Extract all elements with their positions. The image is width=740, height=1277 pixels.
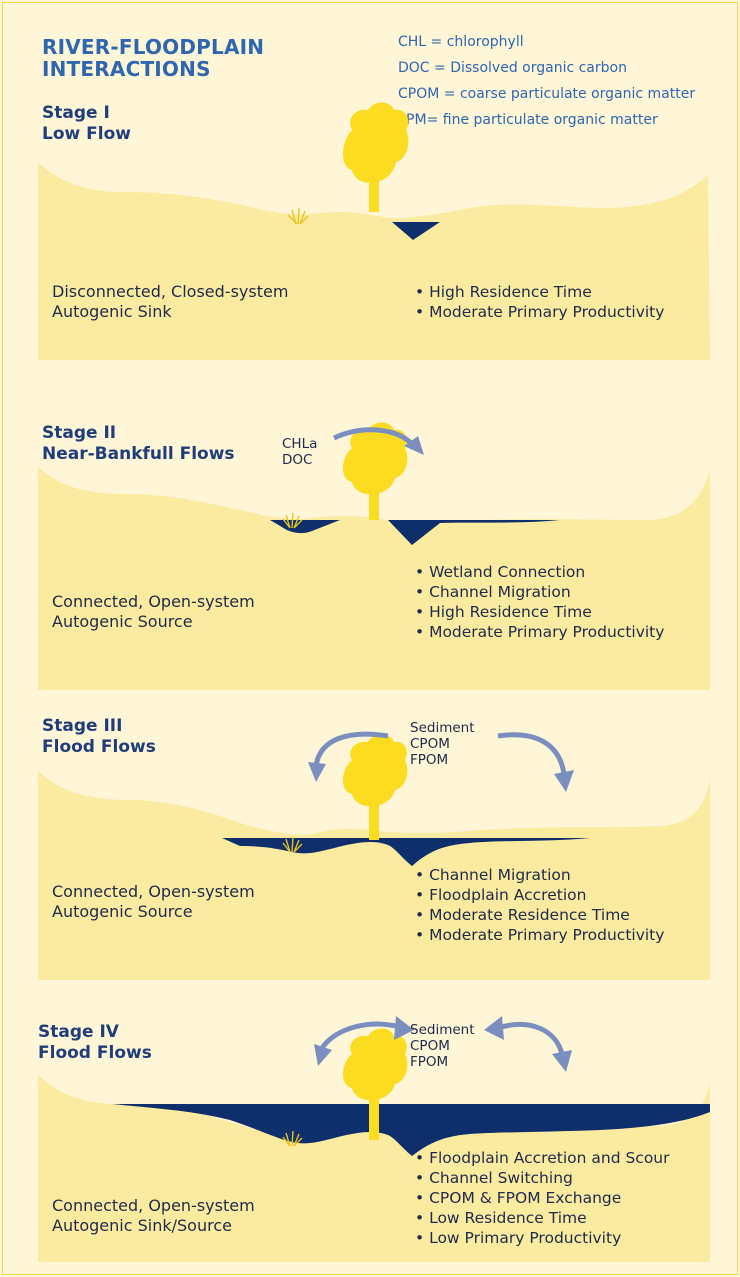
attribute: Floodplain Accretion and Scour: [415, 1148, 669, 1168]
flux-left-arrow-icon: [308, 731, 389, 782]
exchange-right-arrow-icon: [484, 1016, 572, 1072]
text-line: Near-Bankfull Flows: [42, 444, 235, 464]
title-line-1: RIVER-FLOODPLAIN: [42, 35, 265, 59]
attribute-list: Wetland Connection Channel Migration Hig…: [415, 562, 664, 642]
grass-icon: [282, 836, 303, 853]
title-line-2: INTERACTIONS: [42, 57, 211, 81]
text-line: Connected, Open-system: [52, 1196, 255, 1215]
text-line: CHLa: [282, 436, 318, 452]
text-line: Low Flow: [42, 124, 131, 144]
text-line: Flood Flows: [42, 737, 156, 757]
attribute: Floodplain Accretion: [415, 885, 664, 905]
tree-icon: [343, 734, 408, 840]
text-line: Stage II: [42, 423, 117, 443]
text-line: Autogenic Source: [52, 902, 193, 921]
flux-right-arrow-icon: [497, 732, 574, 792]
text-line: Stage IV: [38, 1022, 119, 1042]
attribute-list: Channel Migration Floodplain Accretion M…: [415, 865, 664, 945]
diagram-title: RIVER-FLOODPLAIN INTERACTIONS: [42, 36, 362, 80]
text-line: Stage III: [42, 716, 123, 736]
tree-icon: [343, 102, 409, 212]
export-arrow-icon: [332, 427, 424, 455]
text-line: DOC: [282, 452, 313, 468]
text-line: FPOM: [410, 1054, 449, 1070]
grass-icon: [282, 1130, 303, 1147]
text-line: FPOM: [410, 752, 449, 768]
text-line: Autogenic Sink: [52, 302, 172, 321]
text-line: CPOM: [410, 736, 450, 752]
attribute: CPOM & FPOM Exchange: [415, 1188, 670, 1208]
legend-doc: DOC = Dissolved organic carbon: [398, 60, 627, 76]
river-channel: [392, 222, 440, 240]
river-channel: [388, 520, 560, 545]
tree-icon: [343, 1028, 408, 1140]
attribute-list: High Residence Time Moderate Primary Pro…: [415, 282, 664, 322]
attribute: Low Residence Time: [415, 1208, 670, 1228]
text-line: Stage I: [42, 103, 110, 123]
text-line: Disconnected, Closed-system: [52, 282, 289, 301]
text-line: Connected, Open-system: [52, 592, 255, 611]
text-line: Flood Flows: [38, 1043, 152, 1063]
legend-chl: CHL = chlorophyll: [398, 34, 524, 50]
legend-fpm: FPM= fine particulate organic matter: [398, 112, 658, 128]
text-line: CPOM: [410, 1038, 450, 1054]
attribute: Channel Migration: [415, 582, 664, 602]
text-line: Autogenic Sink/Source: [52, 1216, 232, 1235]
wetland-channel: [270, 520, 340, 534]
tree-icon: [343, 422, 408, 520]
attribute: High Residence Time: [415, 602, 664, 622]
attribute: Moderate Primary Productivity: [415, 925, 664, 945]
attribute: Moderate Primary Productivity: [415, 302, 664, 322]
grass-icon: [287, 207, 309, 225]
text-line: Connected, Open-system: [52, 882, 255, 901]
attribute: Moderate Residence Time: [415, 905, 664, 925]
text-line: Sediment: [410, 1022, 475, 1038]
legend-cpom: CPOM = coarse particulate organic matter: [398, 86, 696, 102]
flood-water: [222, 838, 590, 866]
attribute: Wetland Connection: [415, 562, 664, 582]
grass-icon: [282, 512, 303, 529]
attribute: Channel Switching: [415, 1168, 670, 1188]
text-line: Autogenic Source: [52, 612, 193, 631]
attribute: Moderate Primary Productivity: [415, 622, 664, 642]
attribute: High Residence Time: [415, 282, 664, 302]
text-line: Sediment: [410, 720, 475, 736]
attribute-list: Floodplain Accretion and Scour Channel S…: [415, 1148, 670, 1248]
legend: CHL = chlorophyll DOC = Dissolved organi…: [398, 34, 695, 138]
attribute: Channel Migration: [415, 865, 664, 885]
attribute: Low Primary Productivity: [415, 1228, 670, 1248]
flood-water: [112, 1104, 710, 1156]
exchange-left-arrow-icon: [314, 1016, 414, 1066]
